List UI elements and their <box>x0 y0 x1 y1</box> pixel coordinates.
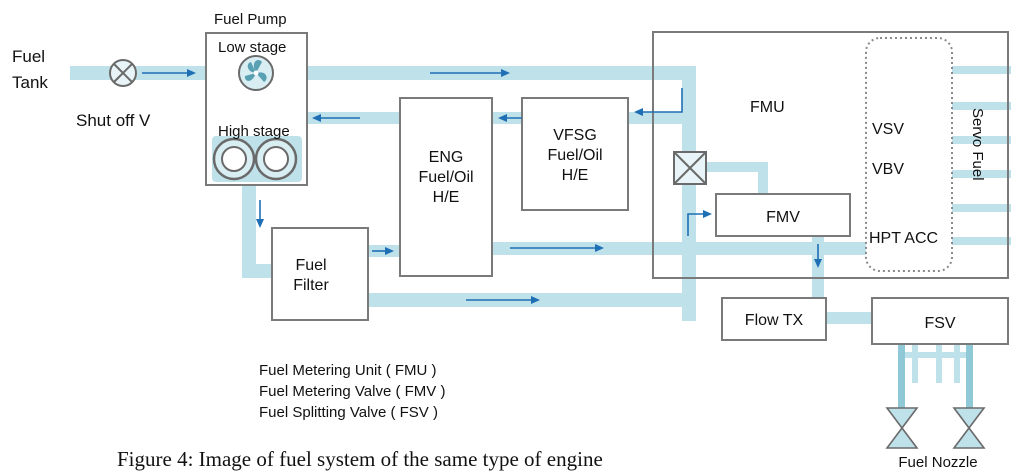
pipe-servo-2 <box>945 102 1011 110</box>
pipe-nozzle-left <box>898 343 905 411</box>
pipe-servo-1 <box>945 66 1011 74</box>
low-stage-impeller-icon <box>238 55 274 91</box>
fuel-filter-box <box>271 227 369 321</box>
vfsg-he-box <box>521 97 629 211</box>
fmv-label: FMV <box>766 209 800 226</box>
fuel-filter-label-2: Filter <box>293 277 329 294</box>
fmu-valve-icon <box>673 151 707 185</box>
flow-tx-label: Flow TX <box>745 312 804 329</box>
arrow-filter-bottom <box>466 296 540 304</box>
fmu-label: FMU <box>750 99 785 116</box>
high-stage-gear-icon <box>212 136 302 182</box>
pipe-servo-5 <box>945 204 1011 212</box>
shut-off-valve-icon <box>109 59 137 87</box>
arrow-pump-down <box>256 200 264 228</box>
legend-fmu: Fuel Metering Unit ( FMU ) <box>259 362 437 379</box>
arrow-feed-1 <box>142 69 196 77</box>
vfsg-he-label-3: H/E <box>562 167 589 184</box>
pipe-nozzle-right <box>966 343 973 411</box>
legend-fmv: Fuel Metering Valve ( FMV ) <box>259 383 445 400</box>
pipe-pump-down <box>242 182 256 278</box>
eng-he-label-1: ENG <box>429 149 464 166</box>
pipe-fmv-top <box>706 162 768 172</box>
flow-tx-box <box>721 297 827 341</box>
pipe-servo-4 <box>945 170 1011 178</box>
high-stage-label: High stage <box>218 123 290 140</box>
vsv-label: VSV <box>872 121 904 138</box>
vfsg-he-label-1: VFSG <box>553 127 597 144</box>
arrow-into-fmv <box>687 210 712 236</box>
vfsg-he-label-2: Fuel/Oil <box>547 147 602 164</box>
arrow-fmv-down <box>814 244 822 268</box>
arrow-feed-down <box>634 88 683 116</box>
arrow-filter-eng <box>372 247 394 255</box>
fsv-box <box>871 297 1009 345</box>
pipe-servo-6 <box>945 237 1011 245</box>
pipe-nozzle-cross <box>905 352 966 358</box>
fuel-nozzle-left-icon <box>885 407 919 449</box>
hpt-acc-label: HPT ACC <box>869 230 938 247</box>
fuel-nozzle-label: Fuel Nozzle <box>898 454 977 471</box>
arrow-return-pump <box>312 114 360 122</box>
eng-he-box <box>399 97 493 277</box>
arrow-return-vfsg <box>498 114 522 122</box>
arrow-feed-2 <box>430 69 510 77</box>
pipe-nozzle-mid-l <box>912 343 918 383</box>
pipe-fmv-up <box>758 162 768 194</box>
actuator-region <box>865 37 953 272</box>
pipe-nozzle-mid-r <box>954 343 960 383</box>
pipe-nozzle-mid-m <box>936 343 942 383</box>
pipe-servo-3 <box>945 136 1011 144</box>
vbv-label: VBV <box>872 161 904 178</box>
pipe-eng-fmu <box>492 242 867 255</box>
eng-he-label-3: H/E <box>433 189 460 206</box>
low-stage-label: Low stage <box>218 39 286 56</box>
figure-caption: Figure 4: Image of fuel system of the sa… <box>117 447 603 471</box>
shut-off-label: Shut off V <box>76 111 151 130</box>
pipe-into-filter <box>242 264 272 278</box>
fuel-tank-label-1: Fuel <box>12 47 45 66</box>
legend-fsv: Fuel Splitting Valve ( FSV ) <box>259 404 438 421</box>
fuel-tank-label-2: Tank <box>12 73 48 92</box>
arrow-eng-fmu <box>510 244 604 252</box>
pipe-fmu-inner <box>682 66 696 176</box>
fuel-filter-label-1: Fuel <box>295 257 326 274</box>
fmv-box <box>715 193 851 237</box>
servo-fuel-label: Servo Fuel <box>969 108 986 181</box>
fuel-pump-label: Fuel Pump <box>214 11 287 28</box>
flow-arrows <box>142 69 822 304</box>
fmu-box <box>652 31 1009 279</box>
eng-he-label-2: Fuel/Oil <box>418 169 473 186</box>
fsv-label: FSV <box>924 315 955 332</box>
fuel-nozzle-right-icon <box>952 407 986 449</box>
